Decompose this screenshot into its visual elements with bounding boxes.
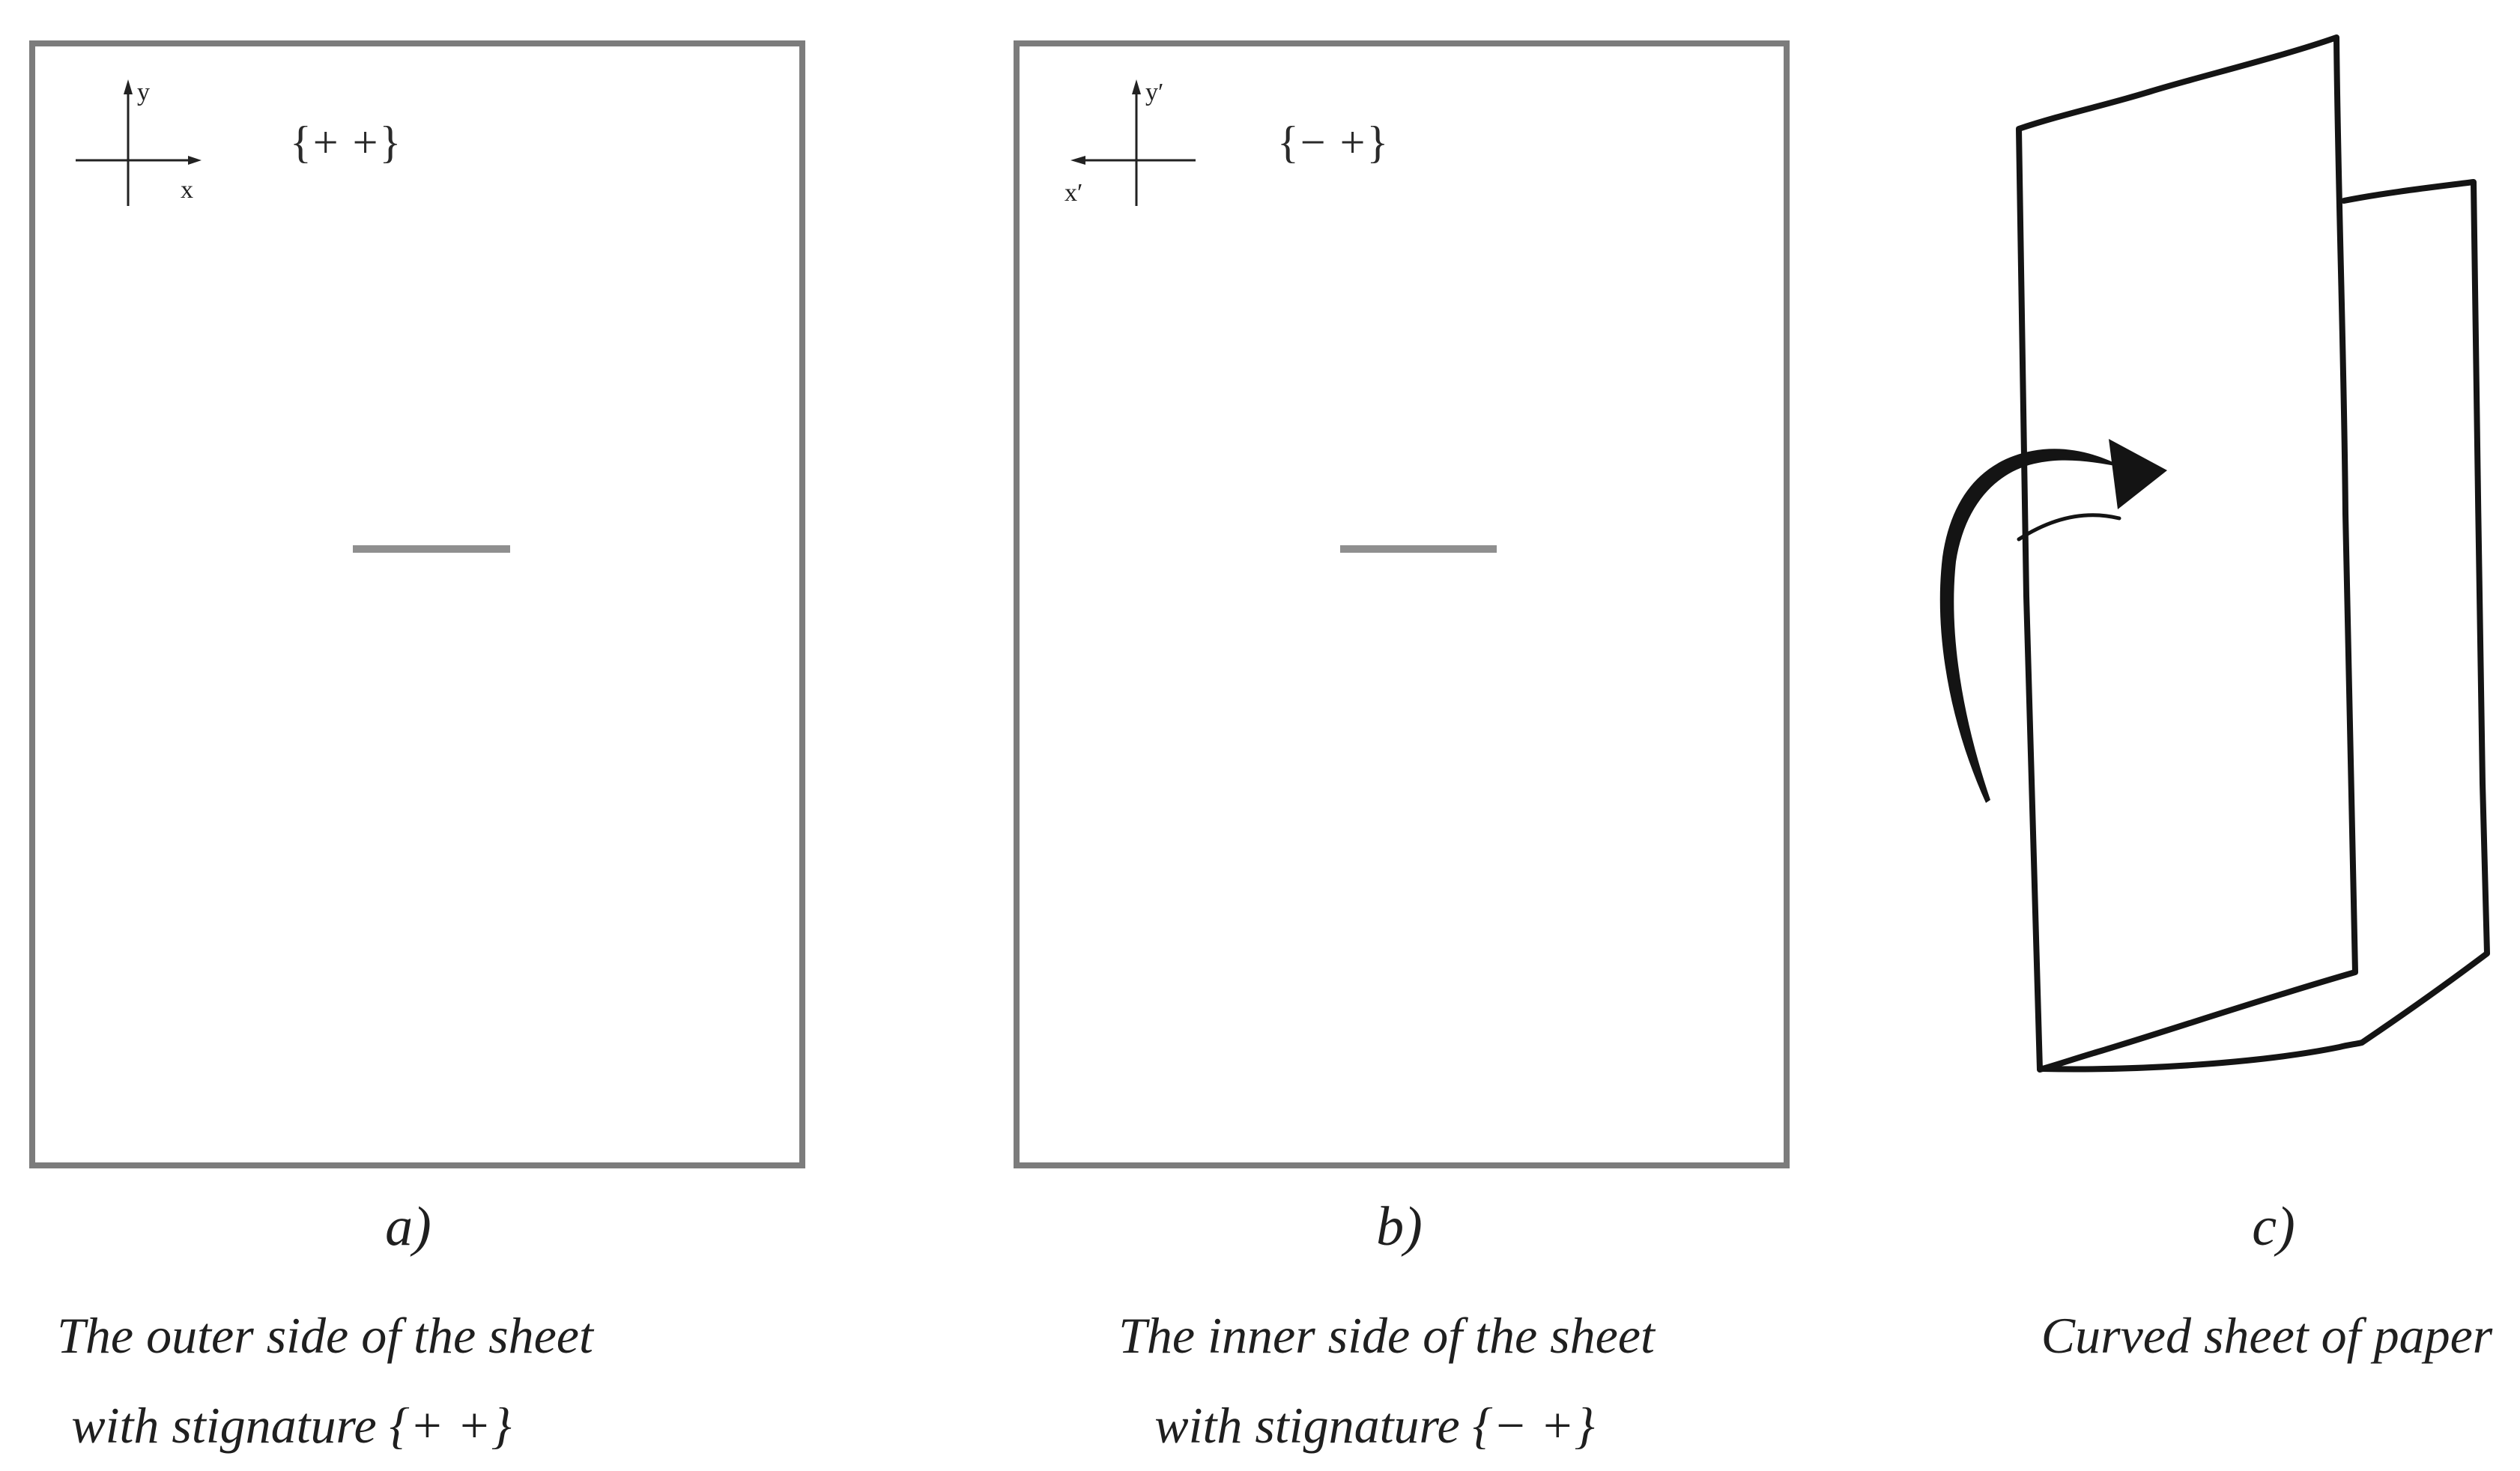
x-axis-label: x <box>181 176 193 204</box>
x-axis-arrowhead-icon <box>1070 156 1085 165</box>
y-axis-label: y′ <box>1145 79 1163 106</box>
panel-b-label: b) <box>1376 1196 1423 1258</box>
slit-line <box>353 545 510 553</box>
panel-c-caption: Curved sheet of paper <box>2041 1307 2493 1364</box>
front-sheet-outline <box>2016 34 2358 1073</box>
sheet-outer-side-panel: y x {+ +} <box>29 40 805 1168</box>
curl-bottom-edge <box>2038 1040 2365 1073</box>
curved-sheet-drawing <box>1939 34 2490 1073</box>
panel-b-caption-line1: The inner side of the sheet <box>1118 1307 1655 1364</box>
rotation-arrowhead-icon <box>2109 439 2167 509</box>
sheet-inner-side-panel: y′ x′ {− +} <box>1014 40 1790 1168</box>
signature-label: {− +} <box>1277 118 1390 167</box>
coordinate-axes-icon: y x <box>76 79 202 206</box>
coordinate-axes-mirrored-icon: y′ x′ <box>1064 79 1196 207</box>
back-sheet-outline <box>2341 179 2490 1046</box>
panel-a-label: a) <box>385 1196 431 1258</box>
y-axis-label: y <box>137 79 150 106</box>
motion-hint-line <box>2017 513 2121 542</box>
panel-a-caption-line1: The outer side of the sheet <box>57 1307 593 1364</box>
panel-b-caption-line2: with stignature {− +} <box>1154 1397 1595 1454</box>
slit-line <box>1340 545 1497 553</box>
x-axis-arrowhead-icon <box>188 156 202 165</box>
signature-label: {+ +} <box>290 118 403 167</box>
y-axis-arrowhead-icon <box>1132 79 1141 94</box>
y-axis-arrowhead-icon <box>124 79 133 94</box>
panel-a-caption-line2: with stignature {+ +} <box>71 1397 512 1454</box>
x-axis-label: x′ <box>1064 179 1082 207</box>
panel-c-label: c) <box>2252 1196 2295 1258</box>
